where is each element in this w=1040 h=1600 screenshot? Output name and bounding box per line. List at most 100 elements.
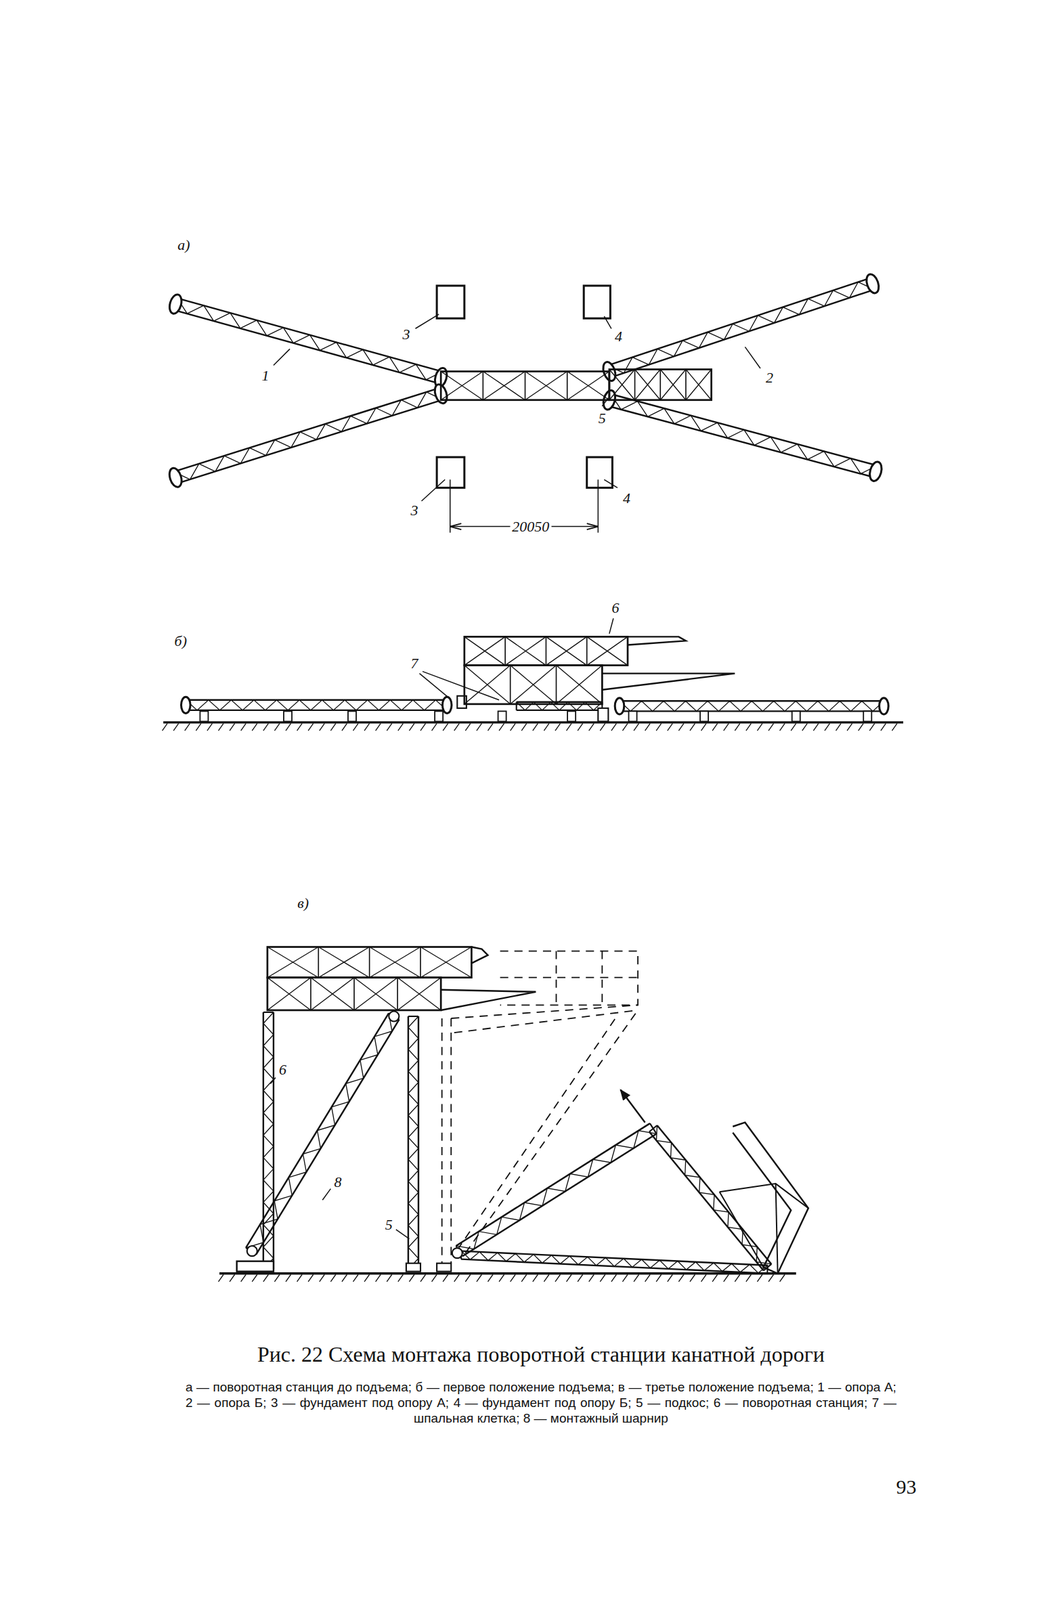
sleeper-crib: [283, 710, 292, 722]
ground-hatch: [543, 723, 550, 731]
panel-brace: [464, 665, 511, 705]
leader-line: [603, 316, 612, 329]
panel-brace: [354, 977, 398, 1011]
panel-post: [634, 369, 636, 401]
leader-line: [270, 1077, 276, 1084]
hinge: [388, 1010, 399, 1022]
sleeper-crib: [498, 710, 507, 722]
panel-brace: [440, 371, 483, 401]
truss-lattice: [607, 282, 875, 374]
column-base: [236, 1261, 274, 1272]
ground-hatch: [476, 723, 483, 731]
ground-hatch: [891, 723, 898, 731]
ground-hatch: [499, 1274, 505, 1282]
truss-end: [408, 1015, 419, 1017]
ground-hatch: [712, 1274, 718, 1282]
ground-hatch: [689, 1274, 696, 1282]
truss-chord: [174, 387, 440, 472]
ground-hatch: [353, 1274, 359, 1282]
ground-hatch: [319, 1274, 325, 1282]
panel-post: [509, 665, 512, 705]
callout-number: 3: [400, 326, 412, 343]
support-b-leg: [601, 389, 884, 483]
figure-caption: Рис. 22 Схема монтажа поворотной станции…: [257, 1341, 825, 1368]
panel-post: [482, 371, 485, 401]
ground-hatch: [375, 1274, 382, 1282]
ground-hatch: [813, 723, 819, 731]
ground-hatch: [229, 723, 235, 731]
leader-line: [396, 1229, 410, 1240]
callout-number: б): [172, 633, 189, 650]
dashed-outline: [555, 951, 558, 1006]
ground-hatch: [364, 723, 370, 731]
ground-hatch: [386, 723, 393, 731]
callout-number: 6: [276, 1061, 289, 1078]
panel-frame: [267, 977, 441, 1011]
hinge: [247, 1245, 258, 1256]
panel-brace: [354, 977, 398, 1011]
leader-lines: [273, 314, 761, 502]
ground-hatch: [667, 723, 674, 731]
ground-hatch: [756, 1274, 763, 1282]
truss-chord: [262, 1012, 265, 1270]
leader-line: [603, 479, 618, 488]
panel-brace: [267, 977, 311, 1011]
panel-frame: [609, 369, 712, 401]
column-base: [436, 1263, 451, 1272]
ground-hatch: [599, 1274, 606, 1282]
panel-frame: [267, 947, 472, 978]
ground-hatch: [577, 1274, 583, 1282]
truss-chord: [417, 1016, 420, 1270]
leader-line: [422, 671, 500, 701]
panel-brace: [545, 636, 587, 665]
leader-lines: [419, 618, 614, 701]
station-top-chord: [471, 947, 488, 964]
panel-brace: [525, 371, 568, 401]
ground-hatch: [656, 1274, 662, 1282]
panel-brace: [267, 947, 319, 978]
dashed-outline: [450, 1018, 452, 1264]
panel-brace: [510, 665, 557, 705]
panel-brace: [397, 977, 441, 1011]
ground-hatch: [723, 723, 730, 731]
ground-hatch: [398, 1274, 404, 1282]
panel-brace: [464, 636, 506, 665]
panel-brace: [556, 665, 603, 705]
truss-end-flange: [868, 460, 884, 483]
ground-hatch: [184, 723, 191, 731]
ground-hatch: [420, 723, 426, 731]
ground-hatch: [251, 1274, 258, 1282]
support-head-outline: [732, 1122, 809, 1274]
panel-brace: [267, 977, 311, 1011]
dashed-outline: [500, 951, 638, 1006]
ground-hatch: [847, 723, 853, 731]
station-upper-row: [267, 947, 472, 978]
ground-hatch: [532, 723, 539, 731]
ground-hatch: [622, 723, 628, 731]
panel-brace: [369, 947, 421, 978]
ground-hatch: [645, 1274, 651, 1282]
panel-frame: [464, 665, 602, 705]
station-cantilever: [601, 673, 735, 690]
hinge: [452, 1247, 463, 1259]
ground-hatch: [465, 723, 471, 731]
truss-end-flange: [614, 698, 625, 715]
ground-line: [218, 1273, 797, 1282]
leader-line: [744, 346, 761, 369]
support-truss-lying: [181, 696, 452, 713]
ground-hatch: [510, 723, 516, 731]
ground-hatch: [824, 723, 831, 731]
truss-chord: [649, 1132, 764, 1271]
ground-hatch: [341, 1274, 348, 1282]
ground-hatch: [656, 723, 662, 731]
ground-hatch: [251, 723, 258, 731]
ground-hatch: [408, 1274, 415, 1282]
callout-number: 5: [596, 410, 609, 427]
ground-hatch: [622, 1274, 628, 1282]
ground-hatch: [330, 1274, 336, 1282]
extension-line: [449, 479, 451, 533]
panel-brace: [420, 947, 472, 978]
ground-hatch: [858, 723, 864, 731]
support-head-frame: [775, 1183, 778, 1274]
ground-hatch: [566, 1274, 573, 1282]
